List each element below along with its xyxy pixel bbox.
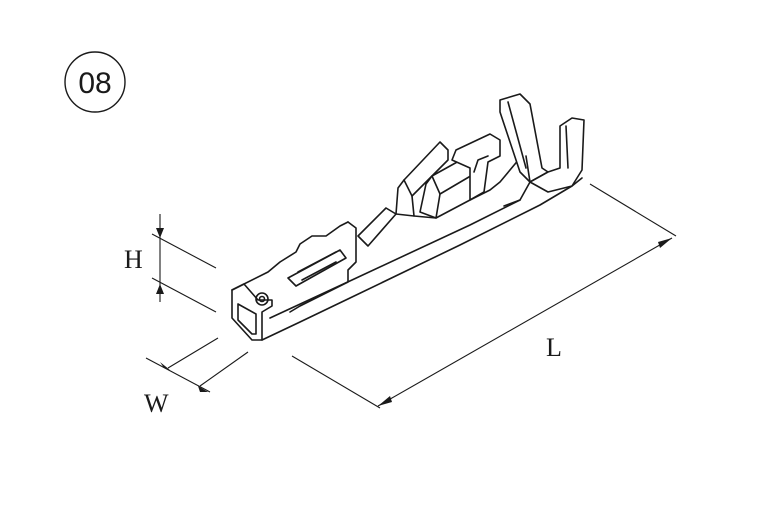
length-dimension-line (377, 237, 673, 407)
terminal-body-side-edge (269, 199, 521, 319)
width-dimension: W (144, 337, 249, 418)
wire-crimp-wing-rear-fold (431, 175, 441, 195)
length-extension-right (589, 183, 677, 237)
transition-ramp (357, 207, 397, 247)
insulation-crimp-finger-left-fold (507, 101, 527, 169)
width-arrow-right (198, 386, 208, 392)
width-dimension-line (145, 357, 211, 393)
wire-crimp-wing-front (395, 141, 449, 217)
length-arrow-right (658, 238, 672, 248)
height-extension-bottom (151, 277, 217, 313)
length-extension-left (291, 355, 381, 409)
contact-box-opening (237, 303, 257, 335)
contact-detent (255, 292, 269, 306)
wire-crimp-tab-slot (473, 155, 489, 173)
wire-crimp-wing-front-fold (403, 179, 413, 197)
height-dimension: H (124, 214, 217, 313)
insulation-crimp-finger-right-fold (565, 125, 569, 169)
contact-detent-inner (258, 295, 266, 303)
length-label: L (546, 333, 562, 362)
width-arrow-left (160, 362, 170, 370)
insulation-crimp-finger-right (529, 117, 585, 193)
height-extension-top (151, 233, 217, 269)
tail-base (503, 155, 531, 207)
height-arrow-top (156, 228, 164, 238)
length-dimension: L (291, 183, 677, 409)
contact-lance (289, 221, 357, 313)
height-arrow-bottom (156, 284, 164, 294)
width-extension-left (167, 337, 219, 369)
width-extension-right (199, 351, 249, 387)
figure-number-label: 08 (78, 67, 111, 100)
contact-side-window-detail (297, 251, 337, 281)
insulation-crimp-finger-left (499, 93, 549, 183)
length-arrow-left (378, 396, 392, 406)
height-label: H (124, 245, 143, 274)
width-label: W (144, 389, 169, 418)
contact-top-edge (231, 221, 349, 291)
crimp-terminal (231, 93, 585, 341)
figure-number-badge: 08 (64, 51, 126, 113)
contact-side-window (287, 249, 347, 287)
